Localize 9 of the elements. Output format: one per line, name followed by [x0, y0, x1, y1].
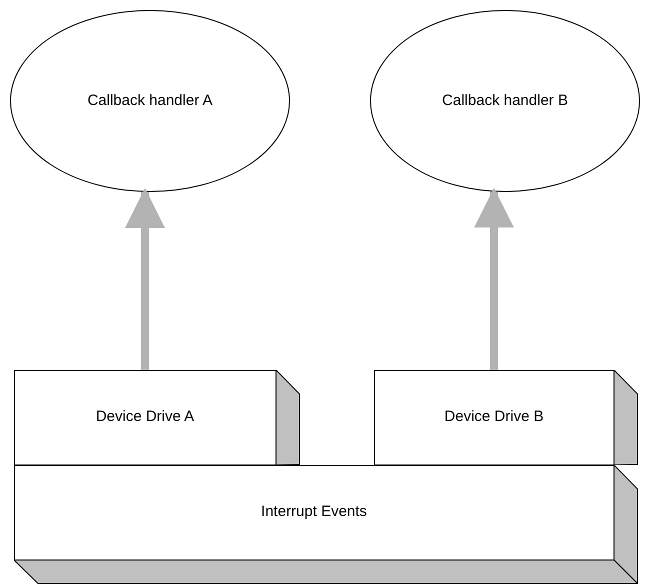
node-label: Callback handler A [87, 90, 213, 111]
ellipse-node [370, 10, 640, 192]
ellipse-node [10, 10, 290, 192]
node-label: Device Drive B [444, 407, 544, 428]
node-label: Callback handler B [442, 90, 568, 111]
arrow [125, 188, 165, 370]
node-label: Device Drive A [96, 407, 194, 428]
arrow [474, 188, 514, 370]
node-label: Interrupt Events [261, 502, 367, 522]
